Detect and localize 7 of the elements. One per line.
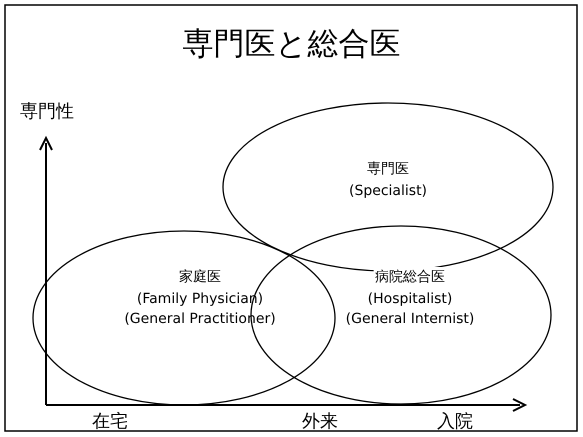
node-label: (Specialist) [348,181,428,201]
axis-label: 在宅 [92,410,128,434]
axis-label: 外来 [302,410,338,434]
title: 専門医と総合医 [182,25,402,64]
axis-label: 専門性 [20,100,74,124]
axis-label: 入院 [437,410,473,434]
node-label: (Hospitalist) [366,289,454,309]
